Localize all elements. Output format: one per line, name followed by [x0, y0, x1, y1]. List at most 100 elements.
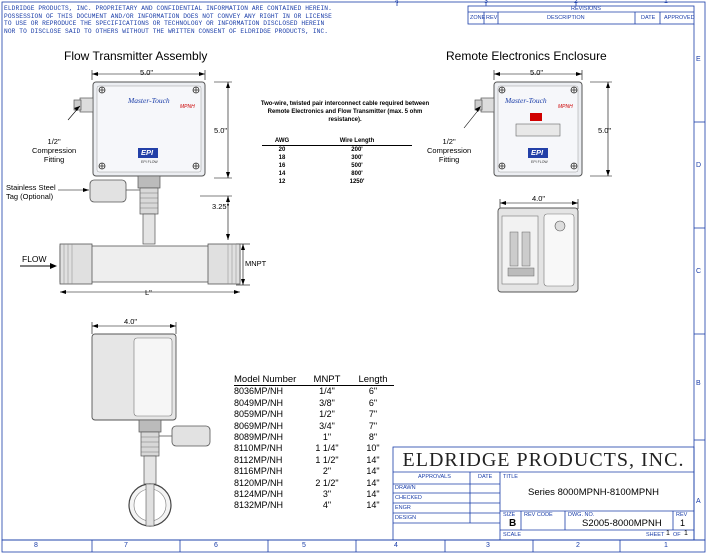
re-brand: Master-Touch — [505, 96, 547, 105]
wire-length-cell: 200' — [351, 147, 363, 153]
revisions-rev: REV — [486, 15, 498, 21]
awg-cell: 18 — [278, 155, 286, 161]
model-cell: 8069MP/NH — [234, 420, 284, 431]
model-number-header: Model Number — [234, 374, 297, 385]
border-bottom-num: 1 — [664, 542, 668, 549]
proprietary-notice: ELDRIDGE PRODUCTS, INC. PROPRIETARY AND … — [4, 5, 354, 35]
flow-transmitter-drawing — [20, 70, 250, 294]
border-bottom-num: 2 — [576, 542, 580, 549]
mnpt-cell: 1/4" — [319, 386, 335, 397]
ft-stem-dim: 3.25" — [212, 202, 230, 211]
side-view-drawing — [91, 322, 211, 527]
border-right-letter: B — [696, 380, 701, 387]
re-logo-sub: EPI FLOW — [531, 160, 548, 164]
mnpt-header: MNPT — [313, 374, 341, 385]
flow-transmitter-title: Flow Transmitter Assembly — [64, 49, 208, 63]
awg-cell: 16 — [278, 163, 286, 169]
border-bottom-num: 3 — [486, 542, 490, 549]
remote-enclosure-drawing — [463, 70, 612, 293]
approvals-label: APPROVALS — [418, 474, 451, 480]
side-width-dim: 4.0" — [124, 317, 138, 326]
design-label: DESIGN — [395, 515, 417, 521]
border-right-letter: A — [696, 498, 701, 505]
re-height-dim: 5.0" — [598, 126, 612, 135]
size-label: SIZE — [503, 512, 516, 518]
dwg-no-value: S2005-8000MPNH — [582, 518, 662, 529]
re-logo: EPI — [531, 148, 544, 157]
model-cell: 8049MP/NH — [234, 397, 284, 408]
revisions-description: DESCRIPTION — [547, 15, 585, 21]
wire-length-cell: 500' — [351, 163, 363, 169]
re-model-badge: MPNH — [558, 104, 573, 110]
mnpt-cell: 1 1/2" — [315, 454, 339, 465]
length-cell: 6" — [368, 397, 378, 408]
ft-width-dim: 5.0" — [140, 68, 154, 77]
length-cell: 14" — [366, 477, 380, 488]
ft-logo-sub: EPI FLOW — [141, 160, 158, 164]
model-cell: 8132MP/NH — [234, 500, 284, 511]
notice-line: POSSESSION OF THIS DOCUMENT AND/OR INFOR… — [4, 12, 332, 20]
ft-brand: Master-Touch — [128, 96, 170, 105]
border-right-letter: D — [696, 162, 702, 169]
awg-cell: 14 — [278, 171, 286, 177]
rev-code-label: REV CODE — [524, 512, 553, 518]
mnpt-cell: 2" — [322, 466, 332, 477]
border-bottom-num: 8 — [34, 542, 38, 549]
awg-cell: 12 — [278, 179, 286, 185]
length-cell: 6" — [368, 386, 378, 397]
mnpt-cell: 1 1/4" — [315, 443, 339, 454]
mnpt-cell: 3" — [322, 488, 332, 499]
mnpt-cell: 2 1/2" — [315, 477, 339, 488]
border-bottom-num: 5 — [302, 542, 306, 549]
length-cell: 10" — [366, 443, 380, 454]
drawing-title: Series 8000MPNH-8100MPNH — [528, 487, 659, 498]
awg-row: 18 300' — [262, 154, 412, 162]
border-top-num: 2 — [574, 0, 578, 5]
awg-cell: 20 — [278, 147, 286, 153]
mnpt-cell: 1/2" — [319, 409, 335, 420]
dwg-no-label: DWG. NO. — [568, 512, 595, 518]
model-cell: 8120MP/NH — [234, 477, 284, 488]
model-cell: 8112MP/NH — [234, 454, 283, 465]
model-row: 8116MP/NH 2" 14" — [234, 466, 394, 477]
rev-value: 1 — [680, 518, 686, 528]
ft-tag-label: Stainless Steel Tag (Optional) — [6, 183, 56, 201]
notice-line: NOR TO DISCLOSE SAID TO OTHERS WITHOUT T… — [4, 27, 329, 35]
mnpt-cell: 4" — [322, 500, 332, 511]
model-row: 8112MP/NH 1 1/2" 14" — [234, 455, 394, 466]
border-bottom-num: 6 — [214, 542, 218, 549]
ft-fitting-label: 1/2" Compression Fitting — [32, 137, 77, 164]
ft-mnpt-label: MNPT — [245, 259, 267, 268]
awg-row: 14 800' — [262, 170, 412, 178]
company-name: ELDRIDGE PRODUCTS, INC. — [402, 449, 685, 471]
awg-row: 12 1250' — [262, 178, 412, 186]
tb-date-label: DATE — [478, 474, 493, 480]
wire-length-cell: 300' — [351, 155, 363, 161]
wire-length-cell: 800' — [351, 171, 363, 177]
mnpt-cell: 1" — [322, 431, 332, 442]
model-row: 8120MP/NH 2 1/2" 14" — [234, 478, 394, 489]
length-cell: 14" — [366, 488, 380, 499]
wire-note-text: Two-wire, twisted pair interconnect cabl… — [260, 101, 430, 123]
of-label: OF — [673, 532, 681, 538]
length-header: Length — [358, 374, 388, 385]
border-bottom-num: 7 — [124, 542, 128, 549]
model-cell: 8116MP/NH — [234, 466, 283, 477]
ft-height-dim: 5.0" — [214, 126, 228, 135]
re-fitting-label: 1/2" Compression Fitting — [427, 137, 472, 164]
notice-line: TO USE OR REPRODUCE THE SPECIFICATIONS O… — [4, 20, 325, 28]
length-cell: 14" — [366, 454, 380, 465]
mnpt-cell: 3/4" — [319, 420, 335, 431]
model-cell: 8059MP/NH — [234, 409, 284, 420]
revisions-zone: ZONE — [470, 15, 486, 21]
revisions-title: REVISIONS — [571, 6, 601, 12]
length-cell: 14" — [366, 466, 380, 477]
